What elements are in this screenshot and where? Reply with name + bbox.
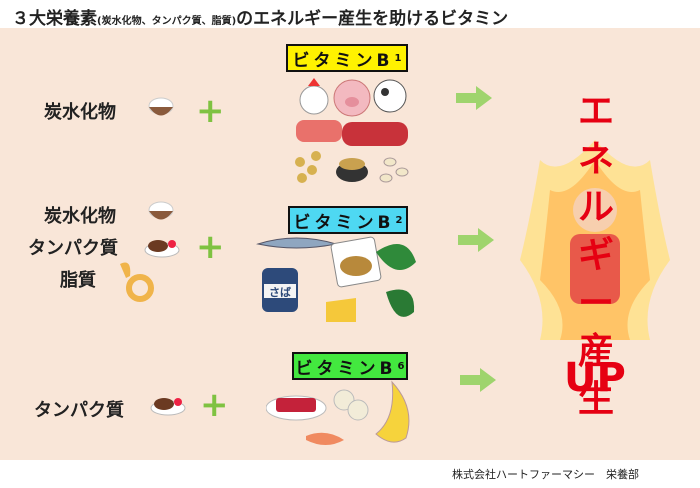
vitamin-b6-foods-icon <box>266 380 410 445</box>
plus-sign-row3: + <box>200 385 229 425</box>
vitamin-b2-foods-icon <box>256 236 416 322</box>
row3-label-protein: タンパク質 <box>34 400 124 421</box>
energized-person-icon <box>520 140 670 340</box>
row1-label-carbohydrate: 炭水化物 <box>44 102 116 123</box>
row2-label-fat: 脂質 <box>60 270 96 291</box>
rice-bowl-icon <box>148 97 174 116</box>
plus-sign-row1: + <box>196 91 225 131</box>
vitamin-b1-foods-icon <box>295 78 409 183</box>
mackerel-can-label: さば <box>269 286 291 299</box>
row2-label-carbohydrate: 炭水化物 <box>44 206 116 227</box>
plus-sign-row2: + <box>196 227 225 267</box>
rice-bowl-icon-row2 <box>148 201 174 220</box>
up-text: UP <box>564 355 626 401</box>
energy-production-text: エネルギー産生 <box>577 91 614 420</box>
row2-label-protein: タンパク質 <box>28 238 118 259</box>
page-title: ３大栄養素(炭水化物、タンパク質、脂質)のエネルギー産生を助けるビタミン <box>12 9 509 29</box>
fried-food-icon <box>120 262 154 302</box>
arrow-row1-icon <box>456 86 492 110</box>
arrow-row2-icon <box>458 228 494 252</box>
arrow-row3-icon <box>460 368 496 392</box>
footer-credit: 株式会社ハートファーマシー 栄養部 <box>452 468 639 481</box>
hamburg-steak-icon-row3 <box>150 398 186 416</box>
hamburg-steak-icon <box>144 240 180 258</box>
